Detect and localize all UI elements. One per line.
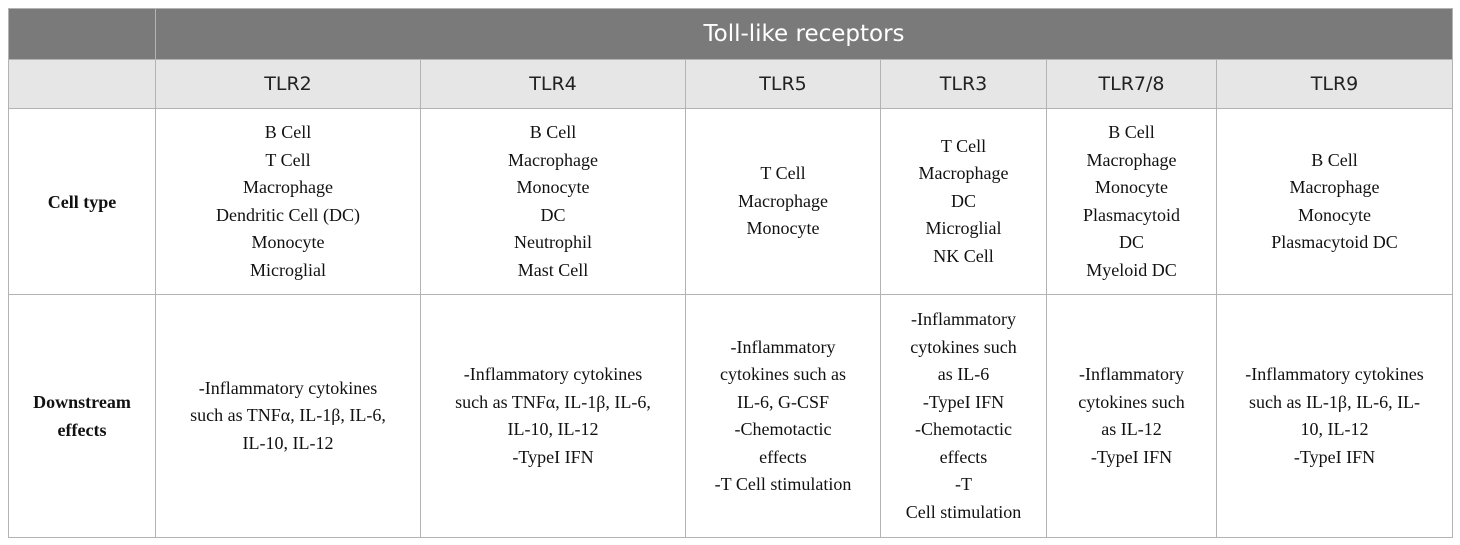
row-header-line: effects (57, 420, 107, 440)
cell-line: -Inflammatory cytokines (463, 364, 643, 384)
cell-line: such as IL-1β, IL-6, IL- (1248, 391, 1421, 412)
cell-line: T Cell (940, 135, 987, 156)
cell-line: Macrophage (508, 149, 598, 170)
cell-line: Neutrophil (514, 232, 592, 252)
cell-line: Monocyte (1298, 204, 1371, 225)
table-cell: -Inflammatory cytokines such as IL-6, G-CS… (685, 294, 881, 538)
cell-line: cytokines such (910, 336, 1017, 357)
cell-line: DC (950, 190, 976, 211)
cell-line: Macrophage (243, 177, 333, 197)
cell-line: Cell stimulation (905, 501, 1022, 522)
cell-line: -Inflammatory cytokines (1245, 364, 1424, 384)
cell-line: IL-10, IL-12 (507, 419, 599, 439)
row-header-line: Downstream (33, 392, 131, 412)
tlr-table: Toll-like receptors TLR2 TLR4 TLR5 TLR3 … (8, 8, 1454, 538)
cell-line: DC (1118, 232, 1144, 252)
cell-line: B Cell (264, 122, 312, 142)
cell-line: cytokines such (1078, 391, 1185, 412)
table-cell: -Inflammatory cytokines such as IL-12 -Type… (1046, 294, 1217, 538)
cell-line: cytokines such as (720, 364, 846, 384)
row-header: Cell type (8, 108, 156, 295)
row-header-line: Cell type (47, 191, 117, 212)
cell-line: Mast Cell (517, 259, 589, 280)
cell-line: NK Cell (933, 245, 994, 266)
column-header-row: TLR2 TLR4 TLR5 TLR3 TLR7/8 TLR9 (8, 59, 1454, 109)
cell-line: Macrophage (1086, 149, 1177, 170)
cell-line: -Chemotactic (915, 419, 1012, 439)
cell-line: -Inflammatory cytokines (198, 377, 378, 398)
cell-line: -TypeI IFN (1090, 446, 1173, 467)
cell-line: Monocyte (1095, 177, 1168, 197)
cell-line: 10, IL-12 (1300, 419, 1369, 439)
cell-line: Macrophage (918, 163, 1009, 184)
cell-line: T Cell (265, 149, 311, 170)
table-cell: -Inflammatory cytokines such as TNFα, IL-… (420, 294, 686, 538)
corner-cell (8, 8, 156, 60)
cell-line: IL-10, IL-12 (242, 432, 334, 453)
cell-line: Dendritic Cell (DC) (216, 204, 360, 225)
cell-line: Microglial (925, 218, 1002, 239)
tlr-table-container: Toll-like receptors TLR2 TLR4 TLR5 TLR3 … (8, 8, 1454, 538)
cell-line: Monocyte (516, 177, 590, 197)
cell-line: Plasmacytoid (1083, 204, 1180, 225)
cell-line: Myeloid DC (1086, 259, 1177, 280)
cell-line: Monocyte (746, 218, 820, 239)
cell-line: -Inflammatory (1079, 364, 1184, 384)
super-header-row: Toll-like receptors (8, 8, 1454, 60)
super-header: Toll-like receptors (154, 8, 1454, 60)
cell-line: as IL-12 (1101, 419, 1162, 439)
table-cell: -Inflammatory cytokines such as IL-6 -TypeI… (880, 294, 1047, 538)
cell-line: Plasmacytoid DC (1271, 232, 1398, 252)
cell-line: -Inflammatory (730, 336, 836, 357)
cell-line: T Cell (760, 163, 806, 184)
cell-line: Monocyte (251, 232, 325, 252)
cell-line: IL-6, G-CSF (736, 391, 829, 412)
row-header: Downstream effects (8, 294, 156, 538)
cell-line: effects (939, 446, 988, 467)
column-header-tlr5: TLR5 (685, 59, 881, 109)
column-header-tlr7-8: TLR7/8 (1046, 59, 1217, 109)
cell-line: -TypeI IFN (922, 391, 1005, 412)
cell-line: DC (540, 204, 566, 225)
cell-line: -TypeI IFN (1293, 446, 1376, 467)
cell-line: B Cell (1108, 122, 1155, 142)
table-row: Downstream effects -Inflammatory cytokine… (8, 294, 1454, 538)
cell-line: -TypeI IFN (512, 446, 594, 467)
cell-line: -Chemotactic (734, 419, 832, 439)
corner-cell-sub (8, 59, 156, 109)
table-cell: -Inflammatory cytokines such as IL-1β, IL… (1215, 294, 1454, 538)
column-header-tlr4: TLR4 (420, 59, 686, 109)
column-header-tlr2: TLR2 (155, 59, 421, 109)
cell-line: -Inflammatory (911, 309, 1016, 329)
cell-line: as IL-6 (937, 364, 990, 384)
cell-line: B Cell (529, 122, 577, 142)
cell-line: -T (955, 474, 972, 494)
cell-line: Microglial (250, 259, 326, 280)
cell-line: such as TNFα, IL-1β, IL-6, (190, 405, 386, 426)
cell-line: Macrophage (1289, 177, 1380, 197)
cell-line: such as TNFα, IL-1β, IL-6, (455, 391, 651, 412)
cell-line: B Cell (1311, 149, 1358, 170)
table-cell: -Inflammatory cytokines such as TNFα, IL-… (155, 294, 421, 538)
cell-line: effects (759, 446, 807, 467)
cell-line: Macrophage (738, 190, 828, 211)
cell-line: -T Cell stimulation (714, 474, 852, 494)
column-header-tlr3: TLR3 (880, 59, 1047, 109)
column-header-tlr9: TLR9 (1215, 59, 1454, 109)
